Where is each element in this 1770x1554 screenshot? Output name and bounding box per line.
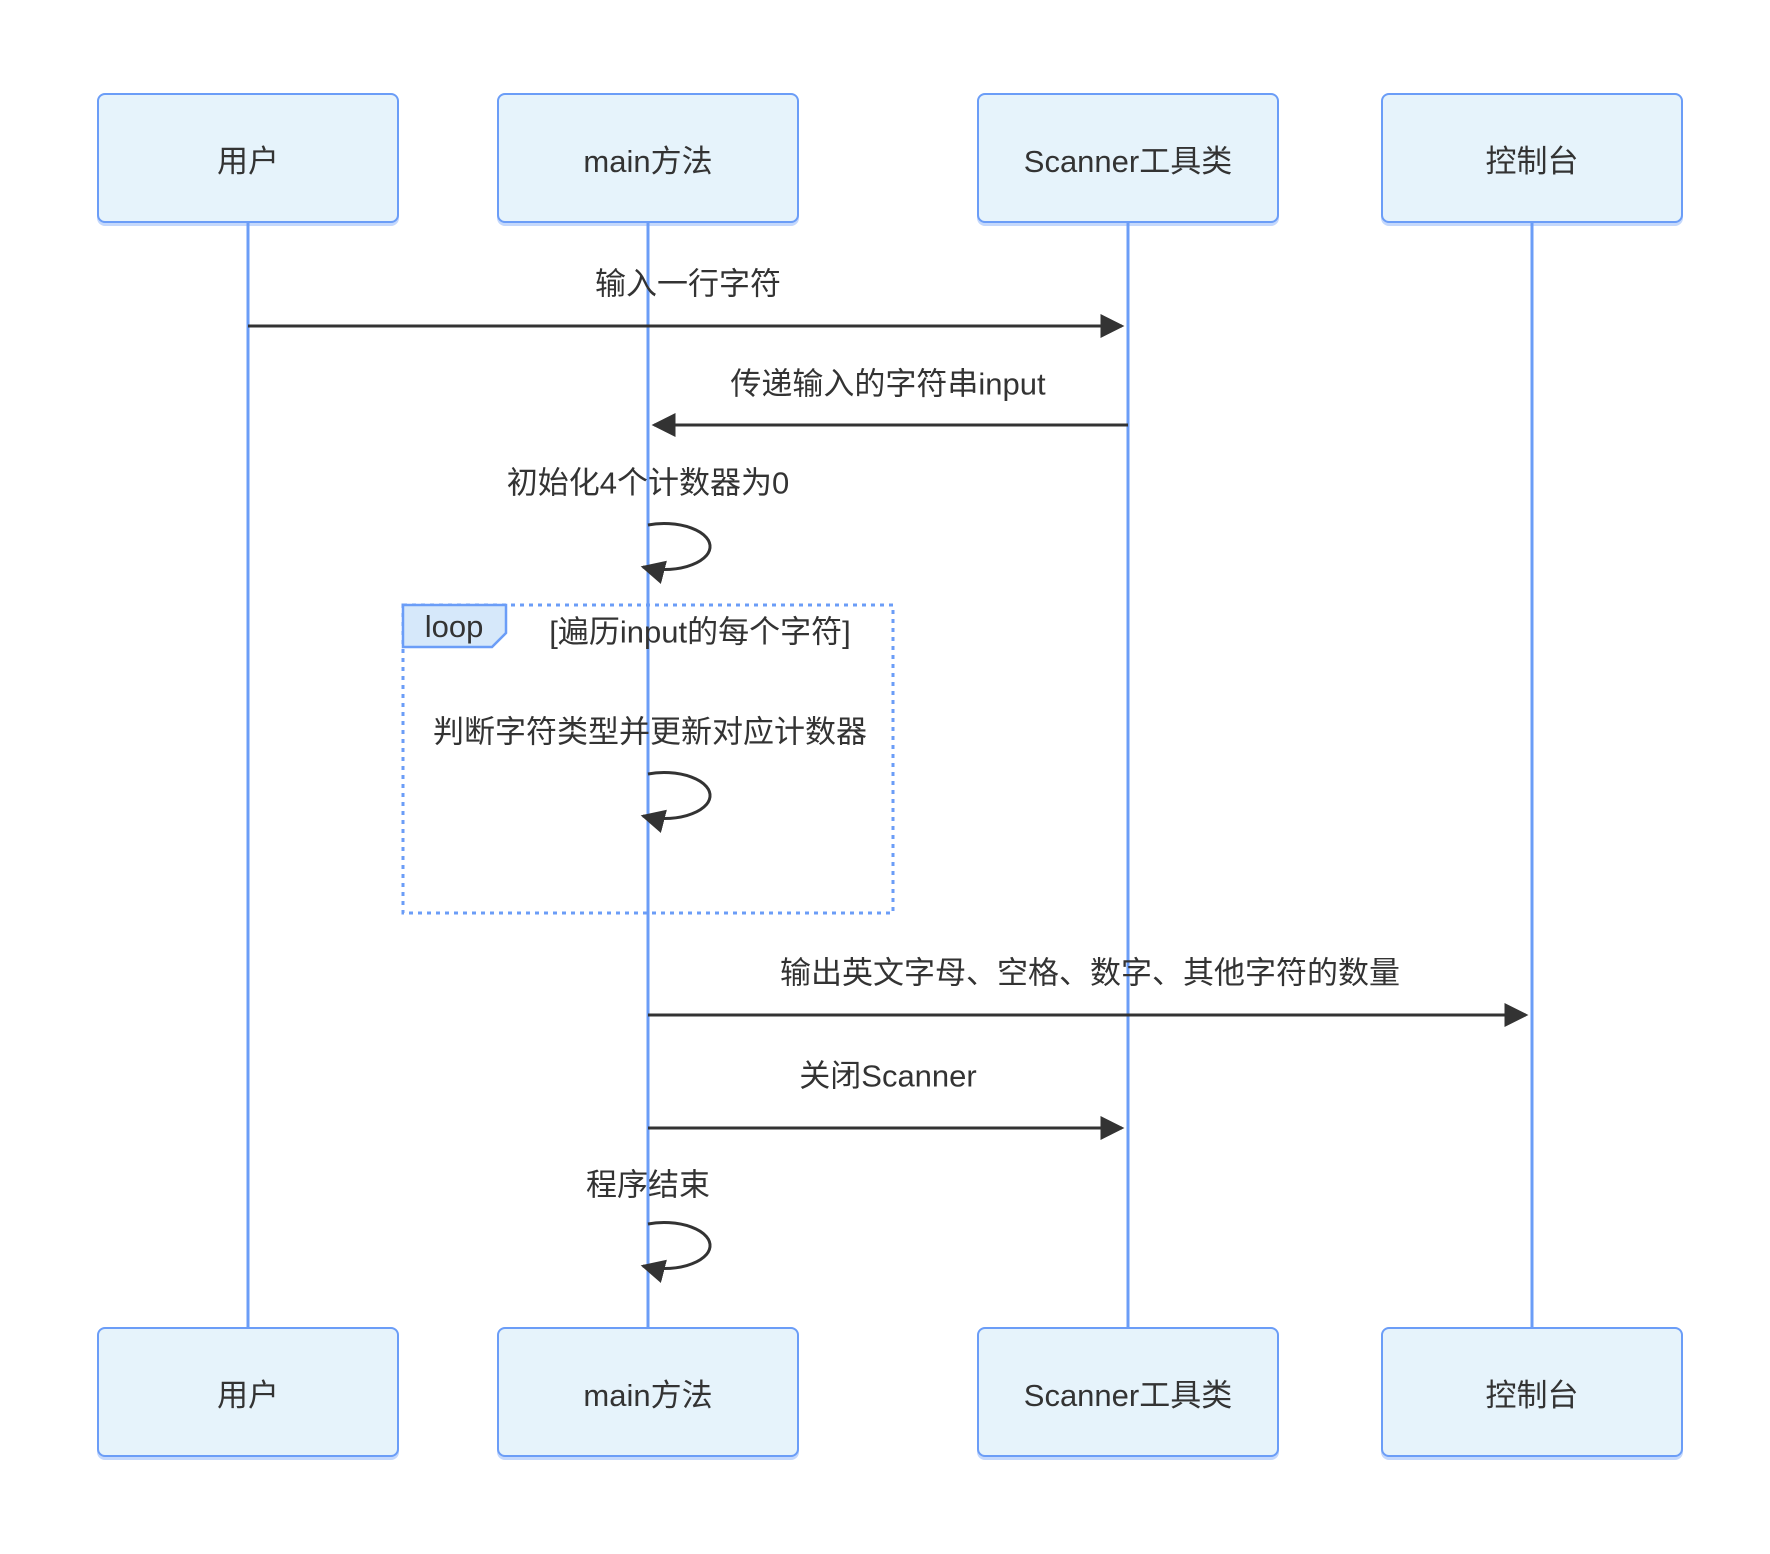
- participant-scanner-top: Scanner工具类: [977, 93, 1279, 223]
- participant-label: main方法: [583, 1377, 713, 1413]
- message-label-pass-input: 传递输入的字符串input: [730, 366, 1046, 402]
- loop-frame: [401, 603, 895, 915]
- message-label-classify-char: 判断字符类型并更新对应计数器: [433, 714, 867, 750]
- self-arrow-program-end: [640, 1221, 712, 1283]
- self-arrow-classify-char: [640, 771, 712, 833]
- participant-user-top: 用户: [97, 93, 399, 223]
- participant-label: main方法: [583, 143, 713, 179]
- participant-label: 用户: [217, 1377, 279, 1413]
- participant-main-top: main方法: [497, 93, 799, 223]
- loop-tag: [401, 603, 508, 649]
- participant-label: 控制台: [1485, 143, 1579, 179]
- loop-condition-label: [遍历input的每个字符]: [549, 614, 851, 650]
- message-label-program-end: 程序结束: [586, 1167, 710, 1203]
- participant-label: 用户: [217, 143, 279, 179]
- participant-label: Scanner工具类: [1023, 1377, 1233, 1413]
- message-label-init-counters: 初始化4个计数器为0: [506, 465, 790, 501]
- message-label-input-line: 输入一行字符: [595, 266, 781, 302]
- message-label-close-scanner: 关闭Scanner: [799, 1058, 977, 1094]
- participant-scanner-bottom: Scanner工具类: [977, 1327, 1279, 1457]
- participant-user-bottom: 用户: [97, 1327, 399, 1457]
- loop-tag-label: loop: [424, 609, 484, 644]
- participant-console-top: 控制台: [1381, 93, 1683, 223]
- participant-console-bottom: 控制台: [1381, 1327, 1683, 1457]
- participant-main-bottom: main方法: [497, 1327, 799, 1457]
- message-label-output-counts: 输出英文字母、空格、数字、其他字符的数量: [780, 955, 1400, 991]
- participant-label: 控制台: [1485, 1377, 1579, 1413]
- self-arrow-init-counters: [640, 522, 712, 584]
- participant-label: Scanner工具类: [1023, 143, 1233, 179]
